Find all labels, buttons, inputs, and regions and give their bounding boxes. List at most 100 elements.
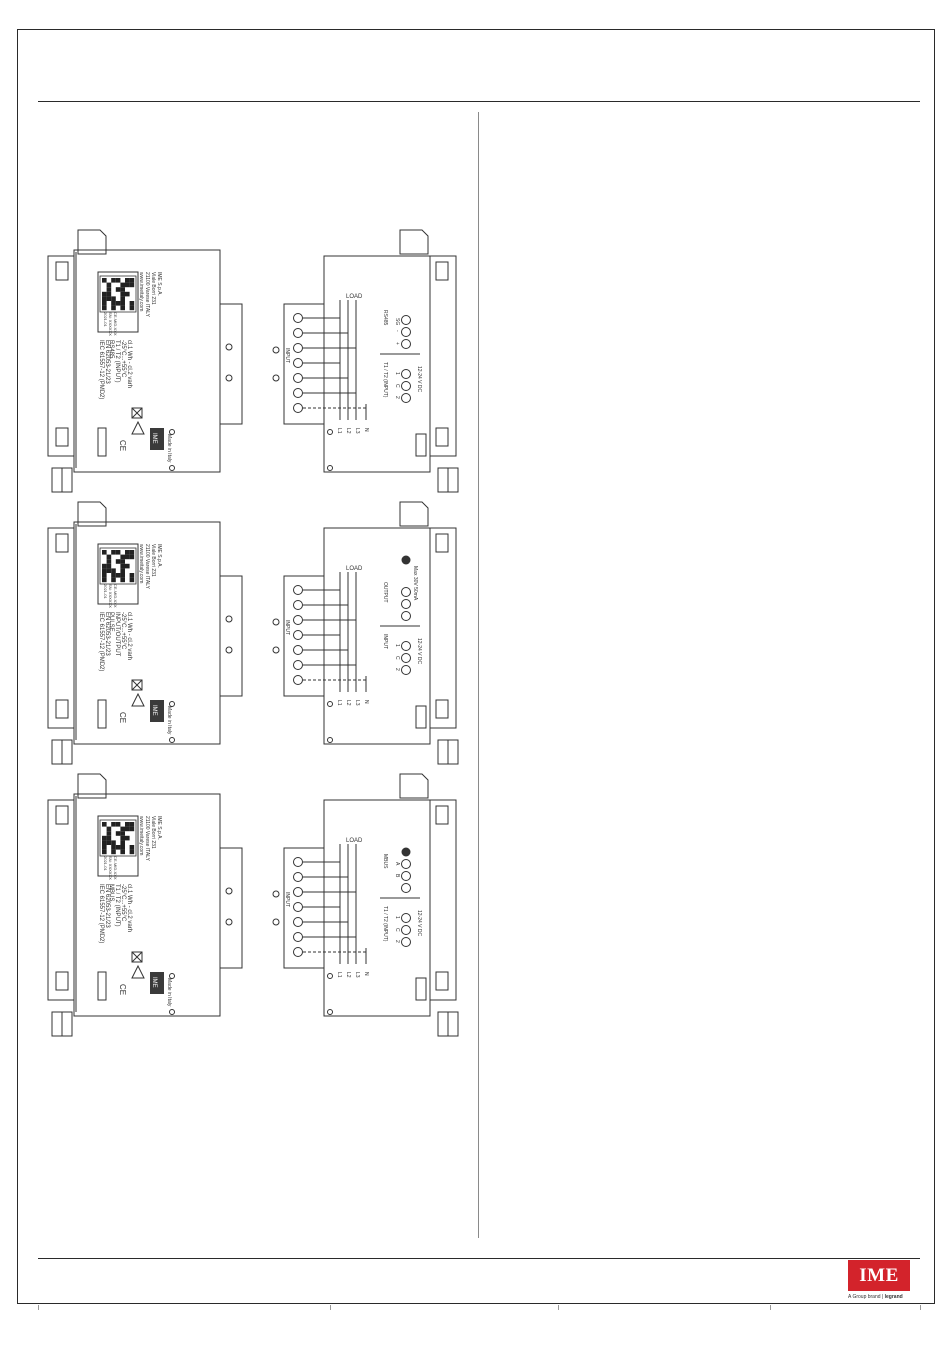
qr-cell [102, 301, 107, 306]
qr-cell [120, 305, 125, 311]
phase-label: N [363, 972, 369, 976]
din-foot-back [437, 1011, 449, 1037]
front-window [220, 303, 243, 425]
input-terminal-label: 1 [394, 372, 400, 375]
screw-mark-back-2 [327, 737, 333, 743]
label-area [97, 543, 139, 605]
qr-caption: 2021-01 [103, 856, 108, 871]
terminal-block-left [47, 799, 75, 1001]
qr-cell [125, 550, 130, 555]
qr-code [99, 547, 137, 585]
terminal-block-left [47, 527, 75, 729]
din-foot-right [61, 1011, 73, 1037]
input-terminal [401, 641, 411, 651]
load-label: LOAD [346, 838, 363, 844]
qr-cell [125, 822, 130, 827]
class-line: T1 / T2 (INPUT) [114, 340, 120, 383]
qr-code [99, 819, 137, 857]
qr-cell [115, 845, 121, 850]
back-slot [415, 977, 427, 1001]
din-foot-right [61, 467, 73, 493]
qr-cell [102, 305, 107, 311]
phase-label: L3 [354, 428, 360, 434]
qr-cell [102, 849, 107, 855]
warning-icon [131, 964, 145, 979]
class-line: T1 / T2 (INPUT) [114, 884, 120, 927]
din-foot-back [437, 467, 449, 493]
display-slot [97, 971, 107, 1001]
qr-cell [111, 305, 116, 311]
class-line: -25°C...+55°C [120, 340, 126, 378]
measure-terminal [293, 328, 303, 338]
front-window [220, 575, 243, 697]
screw-mark-2 [169, 1009, 175, 1015]
measure-terminal [293, 857, 303, 867]
front-window [220, 847, 243, 969]
qr-cell [106, 831, 112, 836]
manufacturer-line: 21100 Varese ITALY [144, 272, 150, 318]
measure-terminal [293, 403, 303, 413]
phase-label: L2 [345, 972, 351, 978]
qr-cell [125, 563, 130, 569]
side-screw-top [225, 343, 233, 351]
weee-cross-2 [131, 951, 143, 963]
side-screw-back [272, 890, 280, 898]
din-foot-back-2 [447, 739, 459, 765]
din-foot-back-2 [447, 1011, 459, 1037]
qr-cell [106, 568, 112, 573]
qr-caption: SN: XXXXXX [108, 584, 113, 608]
side-screw-top [225, 615, 233, 623]
measure-terminal [293, 600, 303, 610]
measure-terminal [293, 313, 303, 323]
qr-cell [102, 573, 107, 578]
terminal-screw-0 [55, 805, 69, 825]
comm-terminal [401, 871, 411, 881]
side-screw-bottom [225, 646, 233, 654]
page-frame [17, 29, 935, 1304]
comm-title: OUTPUT [382, 582, 388, 603]
input-terminal-label: C [394, 656, 400, 660]
manufacturer-line: www.imeitaly.com [138, 272, 144, 311]
front-badge-text: IME [151, 977, 157, 988]
qr-cell [125, 278, 130, 283]
phase-label: L3 [354, 700, 360, 706]
qr-cell [102, 568, 107, 573]
input-label: INPUT [284, 892, 290, 907]
front-housing [73, 249, 221, 473]
comm-terminal [401, 611, 411, 621]
input-terminal [401, 665, 411, 675]
class-line: -25°C...+55°C [120, 612, 126, 650]
qr-cell [102, 550, 107, 555]
manufacturer-line: www.imeitaly.com [138, 816, 144, 855]
comm-terminal [401, 599, 411, 609]
manufacturer-line: IME S.p.A. [156, 544, 162, 568]
qr-cell [125, 826, 130, 832]
weee-cross-2 [131, 407, 143, 419]
display-slot [97, 699, 107, 729]
header-rule [38, 101, 920, 102]
terminal-screw-back-1 [435, 427, 449, 447]
standard-line: IEC 61557-12 (PMD2) [98, 340, 104, 399]
qr-caption: CE-MID-XXX [113, 312, 118, 336]
input-terminal [401, 913, 411, 923]
manufacturer-line: 21100 Varese ITALY [144, 816, 150, 862]
class-line: PULSE [108, 612, 114, 632]
qr-cell [120, 282, 125, 288]
qr-cell [125, 291, 130, 297]
back-slot [415, 433, 427, 457]
measure-terminal [293, 373, 303, 383]
qr-cell [106, 291, 112, 297]
qr-cell [129, 305, 135, 311]
front-badge [150, 700, 164, 722]
measure-terminal [293, 872, 303, 882]
screw-mark-2 [169, 737, 175, 743]
side-screw-back-2 [272, 918, 280, 926]
comm-terminal-label: SG [394, 318, 400, 325]
measure-terminal [293, 902, 303, 912]
ime-logo: IME A Group brand | legrand [848, 1260, 912, 1304]
tagline-brand: legrand [884, 1294, 903, 1300]
weee-icon [131, 951, 143, 963]
